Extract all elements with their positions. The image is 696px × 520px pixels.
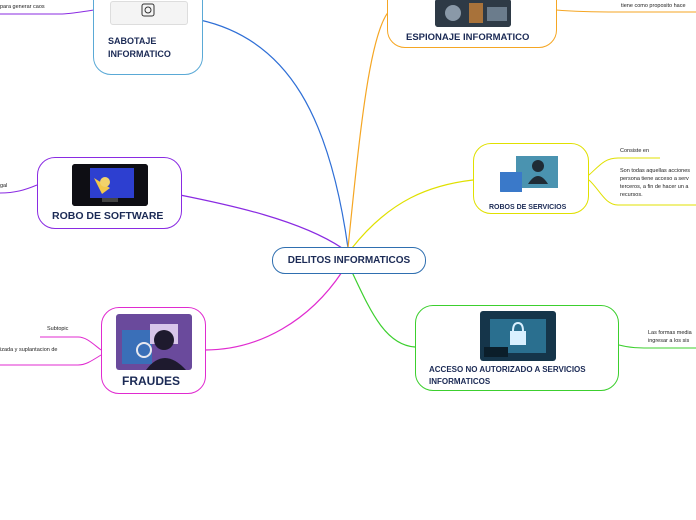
node-acceso-no-autorizado[interactable]: ACCESO NO AUTORIZADO A SERVICIOS INFORMA… (415, 305, 619, 391)
link-acceso (351, 271, 416, 348)
robo-software-label: ROBO DE SOFTWARE (52, 210, 164, 222)
link-espionaje (347, 9, 391, 249)
acceso-label-line1: ACCESO NO AUTORIZADO A SERVICIOS (429, 365, 586, 374)
fraudes-note: izada y suplantacion de (0, 347, 58, 353)
acceso-label-line2: INFORMATICOS (429, 377, 491, 386)
sabotaje-label-line2: INFORMATICO (108, 49, 171, 59)
node-fraudes[interactable]: FRAUDES (101, 307, 206, 394)
acceso-note-2: ingresar a los sis (648, 338, 690, 344)
link-fraudes (204, 271, 343, 351)
fraud-image (116, 314, 192, 370)
link-robos-servicios (351, 179, 474, 249)
espionaje-label: ESPIONAJE INFORMATICO (406, 32, 530, 43)
espionaje-note: tiene como proposito hace (621, 3, 686, 9)
robos-servicios-desc-2: persona tiene acceso a serv (620, 176, 689, 182)
node-espionaje-informatico[interactable]: ESPIONAJE INFORMATICO (387, 0, 557, 48)
sabotaje-label-line1: SABOTAJE (108, 36, 157, 46)
robos-servicios-subtopic: Consiste en (620, 148, 650, 154)
fraudes-subtopic: Subtopic (47, 326, 69, 332)
link-robo-software (179, 194, 343, 249)
keyboard-image (110, 1, 188, 25)
robos-servicios-label: ROBOS DE SERVICIOS (489, 204, 567, 211)
lock-access-image (480, 311, 556, 361)
robos-servicios-desc-1: Son todas aquellas acciones (620, 168, 691, 174)
hacker-laptop-image (500, 154, 560, 194)
link-sabotaje (199, 19, 349, 249)
node-sabotaje-informatico[interactable]: SABOTAJE INFORMATICO (93, 0, 203, 75)
robos-servicios-desc-3: terceros, a fin de hacer un a (620, 184, 689, 190)
node-robos-de-servicios[interactable]: ROBOS DE SERVICIOS (473, 143, 589, 214)
sabotaje-note: para generar caos (0, 4, 45, 10)
central-topic[interactable]: DELITOS INFORMATICOS (272, 247, 426, 274)
node-robo-de-software[interactable]: ROBO DE SOFTWARE (37, 157, 182, 229)
fraudes-label: FRAUDES (122, 374, 181, 388)
robos-servicios-desc-4: recursos. (620, 192, 643, 198)
acceso-note-1: Las formas media (648, 330, 692, 336)
software-theft-image (72, 164, 148, 206)
robo-software-note: gal (0, 183, 8, 189)
espionaje-image (435, 0, 511, 27)
